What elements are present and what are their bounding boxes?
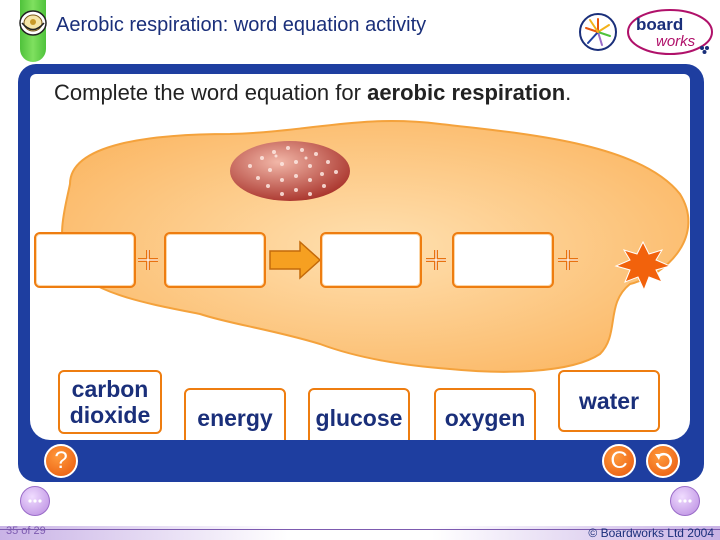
activity-panel: Complete the word equation for aerobic r… [30, 74, 690, 440]
compass-icon [579, 13, 617, 51]
svg-text:works: works [656, 33, 696, 50]
word-card-water[interactable]: water [558, 370, 660, 432]
next-slide-button[interactable] [670, 486, 700, 516]
ellipsis-icon [678, 499, 692, 503]
footer-divider [0, 529, 720, 530]
equation-slot-1[interactable] [34, 232, 136, 288]
equation-slot-2[interactable] [164, 232, 266, 288]
copyright-text: © Boardworks Ltd 2004 [588, 526, 714, 540]
ellipsis-icon [28, 499, 42, 503]
word-card-oxygen[interactable]: oxygen [434, 388, 536, 440]
equation-slot-3[interactable] [320, 232, 422, 288]
badge-logo-icon [19, 10, 47, 36]
previous-slide-button[interactable] [20, 486, 50, 516]
help-button[interactable]: ? [44, 444, 78, 478]
page-number: 35 of 29 [6, 525, 46, 537]
boardworks-logo: board works [627, 9, 713, 55]
instruction-text: Complete the word equation for aerobic r… [54, 80, 572, 105]
word-card-energy[interactable]: energy [184, 388, 286, 440]
nucleus [230, 141, 350, 201]
page-title: Aerobic respiration: word equation activ… [56, 14, 427, 36]
svg-text:board: board [636, 15, 683, 34]
word-card-carbon-dioxide[interactable]: carbon dioxide [58, 370, 162, 434]
word-card-glucose[interactable]: glucose [308, 388, 410, 440]
replay-icon [655, 452, 672, 470]
equation-slot-4[interactable] [452, 232, 554, 288]
nucleus-dots [248, 146, 338, 196]
replay-button[interactable] [646, 444, 680, 478]
energy-burst-icon [614, 240, 672, 292]
yields-arrow-icon [269, 240, 322, 280]
reset-button[interactable]: C [602, 444, 636, 478]
